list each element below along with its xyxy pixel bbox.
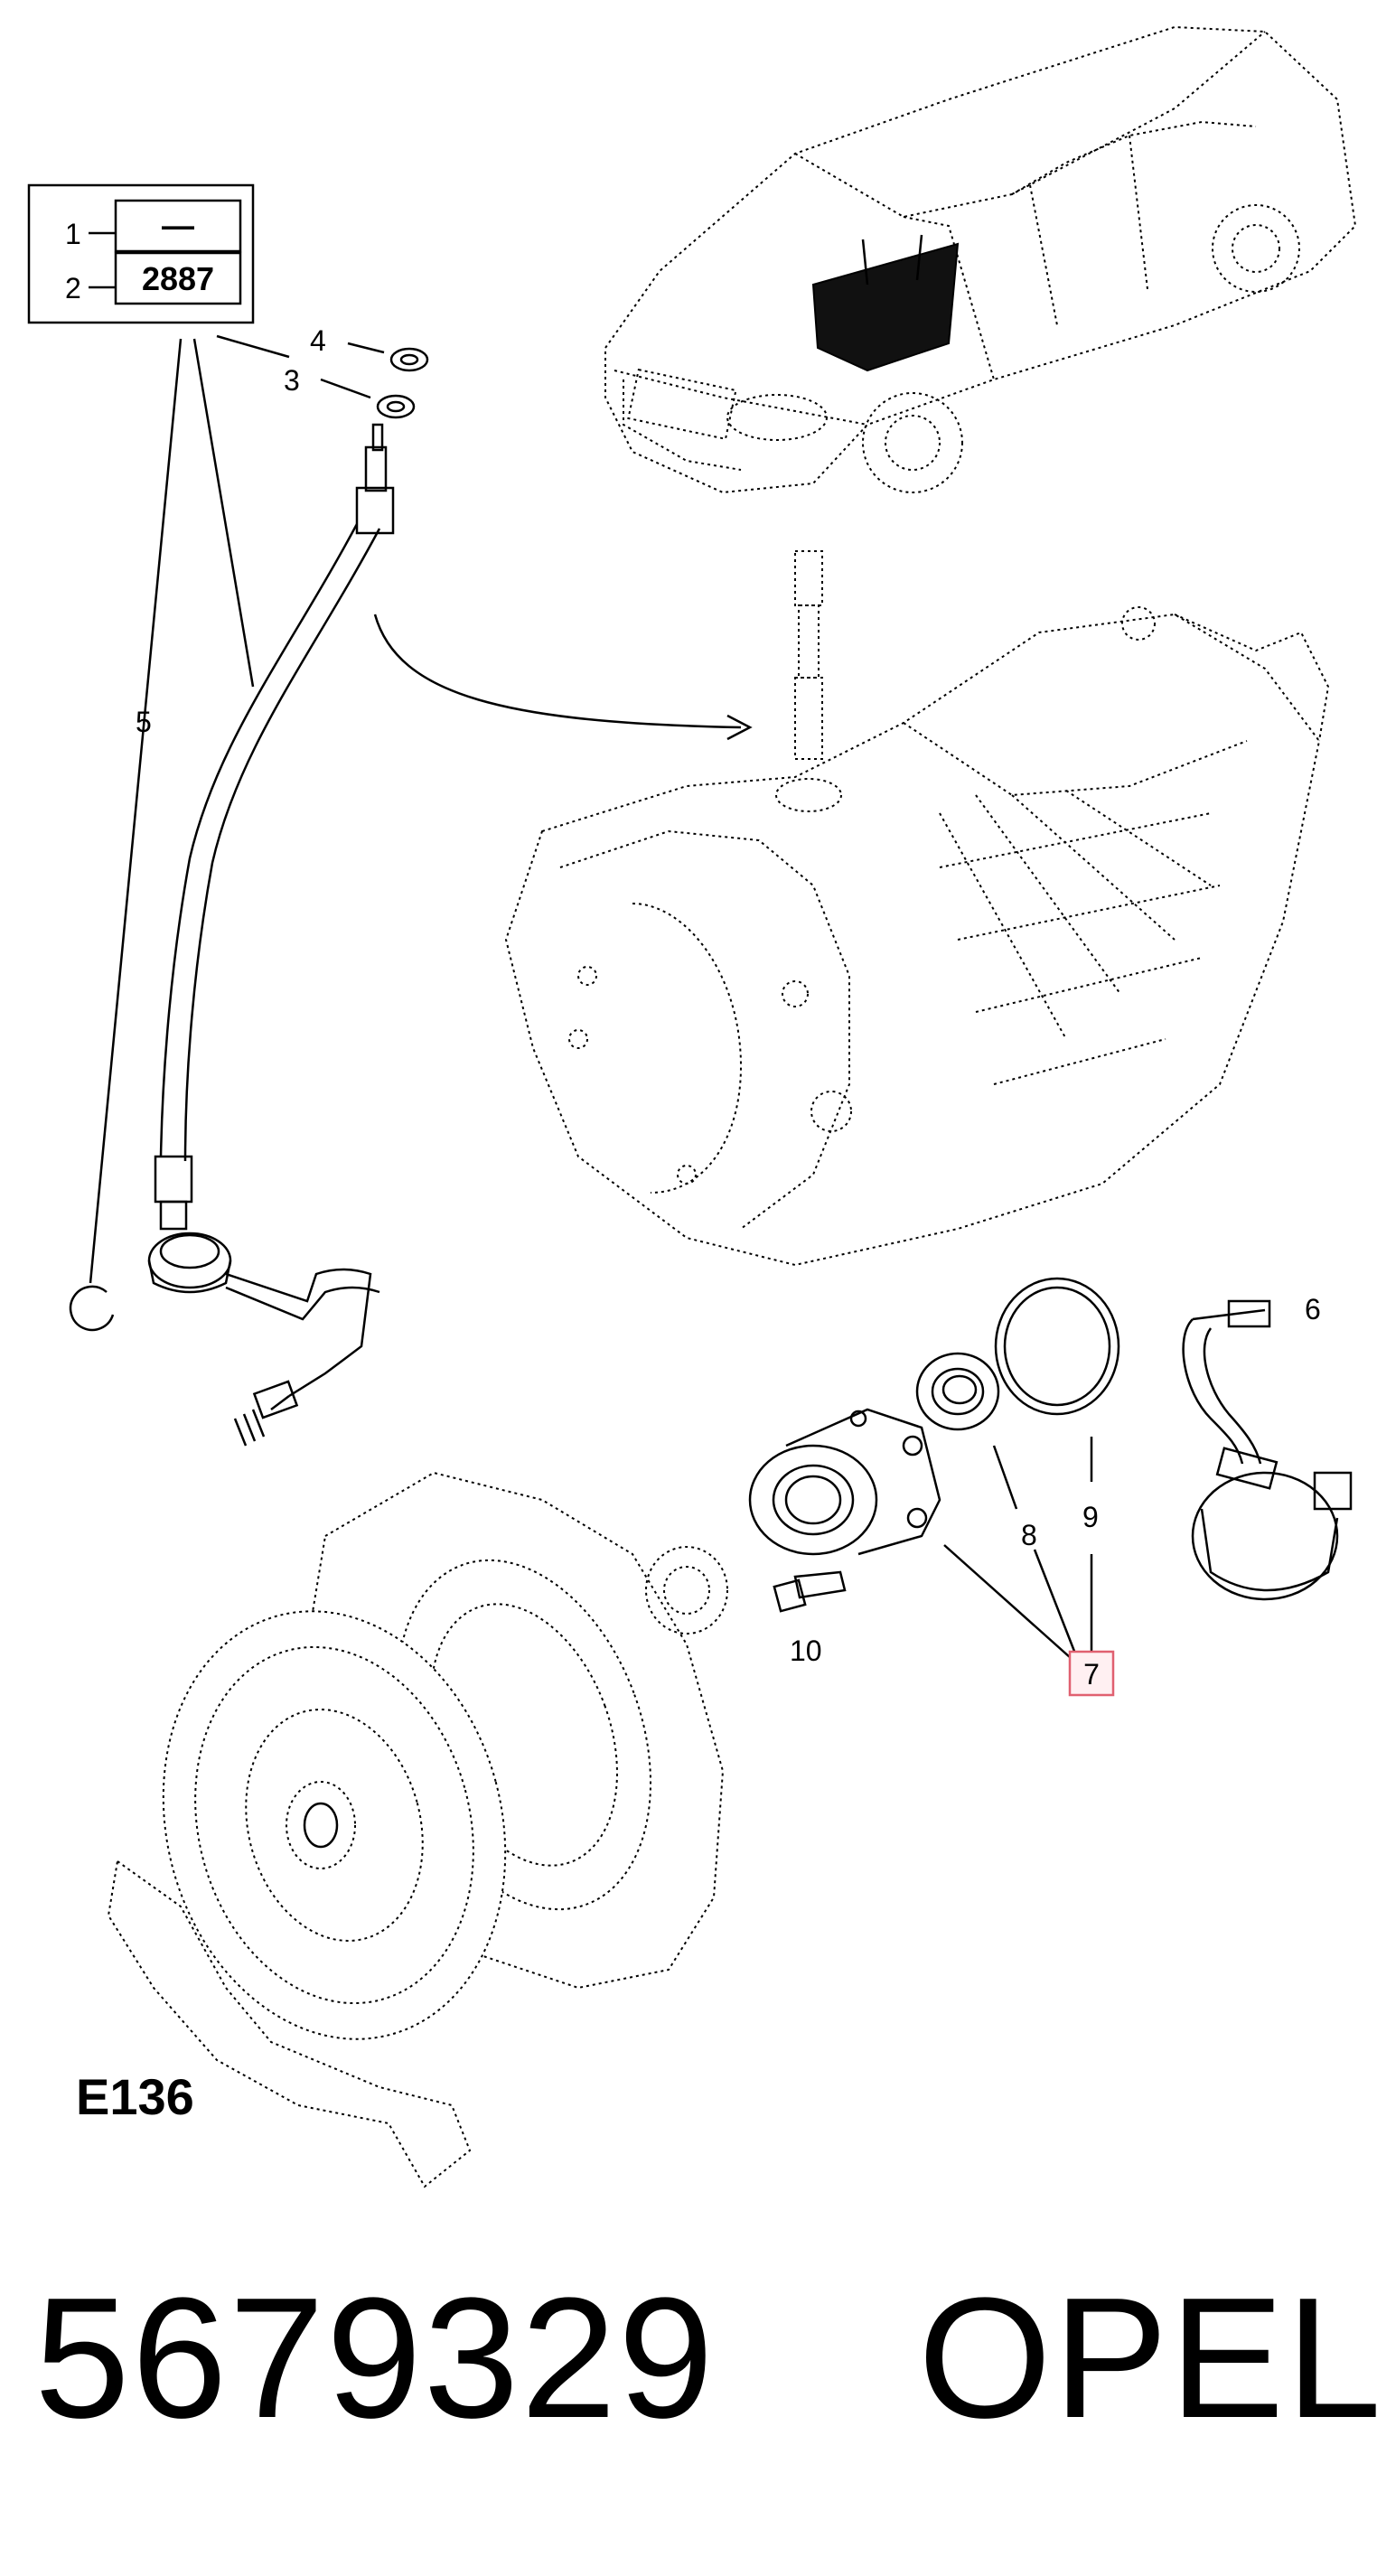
legend-cell-2 xyxy=(114,251,242,305)
o-ring-9 xyxy=(994,1277,1120,1416)
callout-7: 7 xyxy=(1083,1658,1100,1691)
callout-4: 4 xyxy=(310,324,326,357)
car-illustration xyxy=(604,25,1357,494)
callout-7-highlight-box xyxy=(1068,1650,1115,1697)
slave-cylinder xyxy=(748,1408,941,1556)
callout-5: 5 xyxy=(136,706,152,738)
legend-row1-value: — xyxy=(162,207,194,244)
bolt-10 xyxy=(773,1570,847,1613)
engine-bay-highlight xyxy=(811,242,960,372)
hydraulic-hose xyxy=(147,423,395,1447)
legend-cell-1 xyxy=(114,199,242,253)
washers: 4 3 xyxy=(216,324,429,419)
leader-lines-legend: 5 xyxy=(69,338,255,1332)
callout-9: 9 xyxy=(1082,1501,1099,1533)
callout-10: 10 xyxy=(790,1635,822,1667)
callout-8: 8 xyxy=(1021,1519,1037,1551)
brand-name: OPEL xyxy=(918,2262,1377,2454)
slave-cylinder-6: 6 xyxy=(1182,1293,1353,1601)
seal-ring-8 xyxy=(915,1352,1000,1431)
connection-arrow xyxy=(373,614,753,741)
callout-leaders: 8 9 10 7 xyxy=(790,1437,1115,1697)
legend-outer-frame xyxy=(27,183,255,324)
transmission-housing xyxy=(504,550,1330,1267)
legend-row1-number: 1 xyxy=(65,218,81,250)
legend-row2-number: 2 xyxy=(65,272,81,304)
legend-row2-value: 2887 xyxy=(142,260,214,297)
footer: 5679329 OPEL xyxy=(0,2268,1377,2449)
legend-box: 1 2 — 2887 xyxy=(27,183,255,324)
figure-code: E136 xyxy=(76,2068,194,2125)
circlip-ring xyxy=(69,1285,115,1332)
callout-3: 3 xyxy=(284,364,300,397)
part-number: 5679329 xyxy=(34,2262,716,2454)
clutch-disc xyxy=(162,1610,507,2040)
callout-6: 6 xyxy=(1305,1293,1321,1325)
